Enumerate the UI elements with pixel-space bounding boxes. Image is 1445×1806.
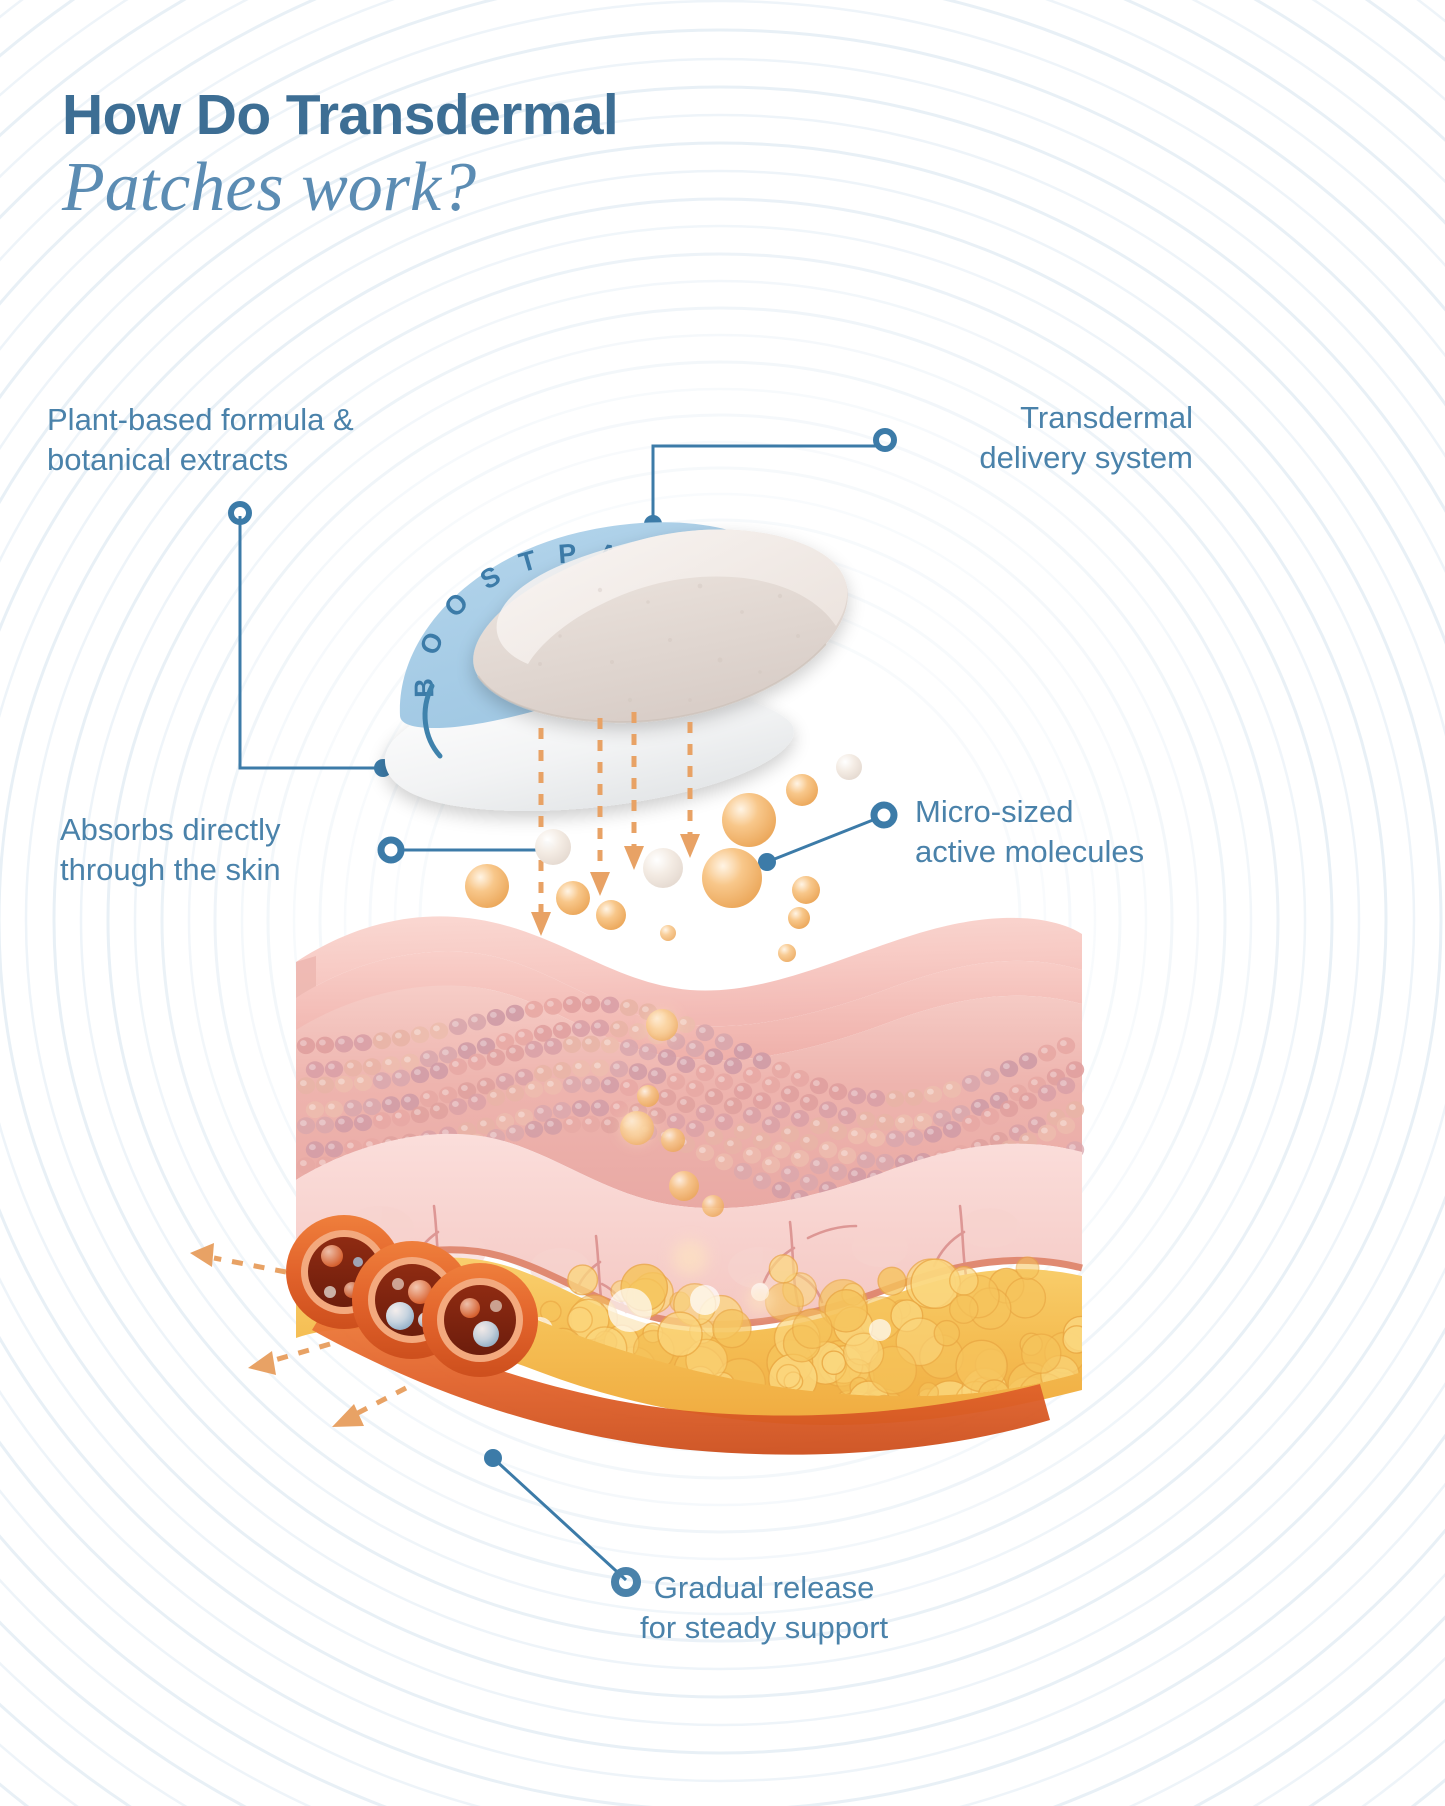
blood-vessels: [286, 1215, 1050, 1455]
connector-plant: [238, 516, 382, 770]
title-line-1: How Do Transdermal: [62, 83, 619, 147]
callout-transdermal-line-2: delivery system: [979, 439, 1193, 475]
callout-label-absorbs-directly: Absorbs directly through the skin: [60, 810, 281, 889]
title-line-2: Patches work?: [62, 148, 477, 226]
release-arrows-out: [213, 1255, 408, 1419]
callout-gradual-line-1: Gradual release: [653, 1570, 875, 1605]
connector-transdermal: [651, 444, 880, 524]
vessel-tube-3: [422, 1263, 538, 1377]
skin-cross-section: [286, 916, 1085, 1455]
connector-gradual: [491, 1456, 628, 1582]
callout-gradual-line-2: for steady support: [640, 1609, 889, 1645]
patch-peeling-membrane: [473, 529, 848, 724]
epidermis-front: [296, 951, 1082, 1061]
connector-micro: [766, 816, 879, 864]
callout-plant-line-2: botanical extracts: [47, 441, 289, 477]
callout-micro-line-1: Micro-sized: [915, 794, 1074, 829]
epidermis-surface: [296, 916, 1082, 1027]
callout-label-plant-based: Plant-based formula & botanical extracts: [47, 400, 354, 479]
cell-rows-band: [296, 985, 1085, 1228]
callout-absorbs-line-1: Absorbs directly: [60, 812, 281, 847]
callout-label-transdermal-delivery: Transdermal delivery system: [893, 398, 1193, 477]
callout-label-micro-sized: Micro-sized active molecules: [915, 792, 1200, 871]
callout-absorbs-line-2: through the skin: [60, 851, 281, 887]
active-molecules: [465, 754, 862, 1314]
callout-transdermal-line-1: Transdermal: [1020, 400, 1193, 435]
callout-label-gradual-release: Gradual release for steady support: [640, 1568, 888, 1647]
callout-micro-line-2: active molecules: [915, 833, 1145, 869]
page-title: How Do Transdermal Patches work?: [62, 83, 619, 226]
patch-arc-tick: [422, 683, 443, 759]
release-arrowheads-out: [190, 1243, 364, 1427]
callout-plant-line-1: Plant-based formula &: [47, 402, 354, 437]
